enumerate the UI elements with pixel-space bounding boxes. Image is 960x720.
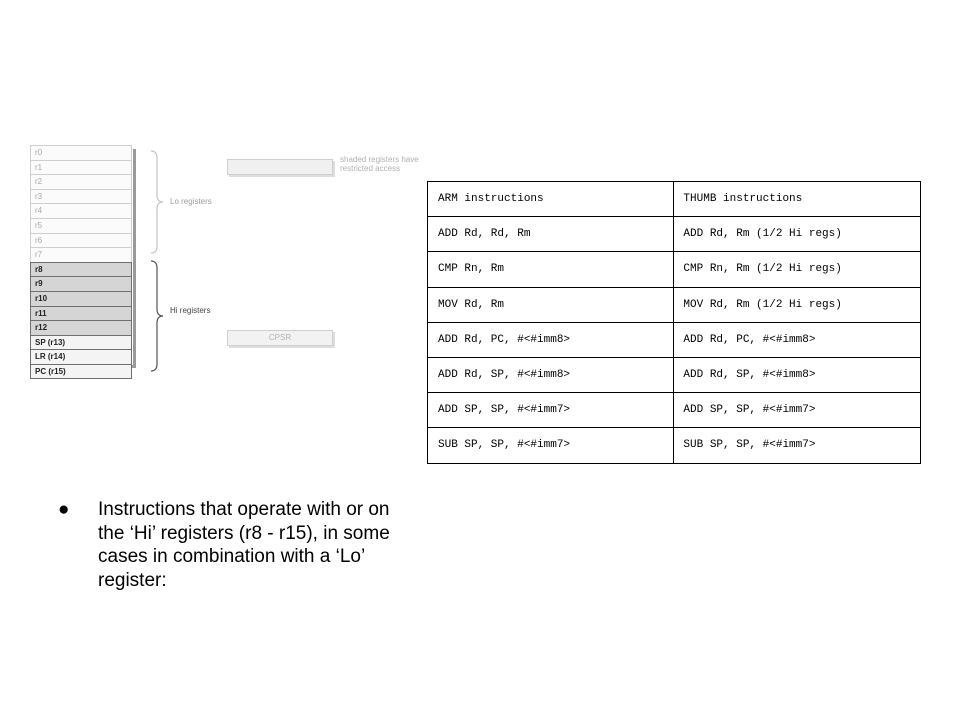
thumb-instruction-cell: CMP Rn, Rm (1/2 Hi regs)	[673, 251, 921, 288]
register-r7: r7	[30, 247, 132, 262]
register-stack: r0 r1 r2 r3 r4 r5 r6 r7 r8 r9 r10 r11 r1…	[30, 145, 132, 379]
table-row: ADD Rd, Rd, Rm ADD Rd, Rm (1/2 Hi regs)	[426, 216, 921, 253]
register-diagram: r0 r1 r2 r3 r4 r5 r6 r7 r8 r9 r10 r11 r1…	[26, 140, 446, 380]
register-r6: r6	[30, 232, 132, 248]
table-row: CMP Rn, Rm CMP Rn, Rm (1/2 Hi regs)	[426, 251, 921, 288]
shaded-register-legend-box	[227, 159, 333, 175]
arm-instruction-cell: ADD SP, SP, #<#imm7>	[426, 392, 675, 429]
arm-instruction-cell: ADD Rd, Rd, Rm	[426, 216, 675, 253]
register-r5: r5	[30, 217, 132, 233]
register-r2: r2	[30, 174, 132, 189]
register-r12: r12	[30, 320, 132, 335]
instruction-table: ARM instructions THUMB instructions ADD …	[426, 180, 921, 464]
arm-instruction-cell: SUB SP, SP, #<#imm7>	[426, 427, 675, 464]
register-pc: PC (r15)	[30, 363, 132, 379]
arm-instruction-cell: ADD Rd, PC, #<#imm8>	[426, 321, 675, 358]
register-r0: r0	[30, 145, 132, 160]
register-r4: r4	[30, 203, 132, 218]
arm-instruction-cell: ADD Rd, SP, #<#imm8>	[426, 356, 675, 394]
thumb-instruction-cell: MOV Rd, Rm (1/2 Hi regs)	[673, 286, 921, 323]
arm-instruction-cell: MOV Rd, Rm	[426, 286, 675, 323]
thumb-instruction-cell: ADD Rd, PC, #<#imm8>	[673, 321, 921, 358]
table-row: SUB SP, SP, #<#imm7> SUB SP, SP, #<#imm7…	[426, 427, 921, 464]
register-r8: r8	[30, 261, 132, 277]
bullet-text: Instructions that operate with or on the…	[98, 499, 390, 591]
header-thumb-instructions: THUMB instructions	[673, 180, 921, 218]
arm-instruction-cell: CMP Rn, Rm	[426, 251, 675, 288]
register-r1: r1	[30, 159, 132, 175]
cpsr-register: CPSR	[227, 330, 333, 346]
register-r10: r10	[30, 290, 132, 306]
lo-registers-brace	[150, 150, 164, 254]
table-row: MOV Rd, Rm MOV Rd, Rm (1/2 Hi regs)	[426, 286, 921, 323]
hi-registers-label: Hi registers	[170, 306, 211, 315]
table-header-row: ARM instructions THUMB instructions	[426, 180, 921, 218]
bullet-marker: ●	[58, 499, 70, 520]
register-lr: LR (r14)	[30, 349, 132, 364]
thumb-instruction-cell: ADD SP, SP, #<#imm7>	[673, 392, 921, 429]
hi-registers-brace	[150, 260, 164, 372]
table-row: ADD SP, SP, #<#imm7> ADD SP, SP, #<#imm7…	[426, 392, 921, 429]
register-sp: SP (r13)	[30, 334, 132, 350]
register-r9: r9	[30, 276, 132, 291]
register-r11: r11	[30, 305, 132, 321]
register-r3: r3	[30, 188, 132, 204]
lo-registers-label: Lo registers	[170, 197, 212, 206]
table-row: ADD Rd, PC, #<#imm8> ADD Rd, PC, #<#imm8…	[426, 321, 921, 358]
thumb-instruction-cell: ADD Rd, SP, #<#imm8>	[673, 356, 921, 394]
header-arm-instructions: ARM instructions	[426, 180, 675, 218]
thumb-instruction-cell: ADD Rd, Rm (1/2 Hi regs)	[673, 216, 921, 253]
shaded-register-note: shaded registers have restricted access	[340, 155, 419, 173]
table-row: ADD Rd, SP, #<#imm8> ADD Rd, SP, #<#imm8…	[426, 356, 921, 394]
thumb-instruction-cell: SUB SP, SP, #<#imm7>	[673, 427, 921, 464]
